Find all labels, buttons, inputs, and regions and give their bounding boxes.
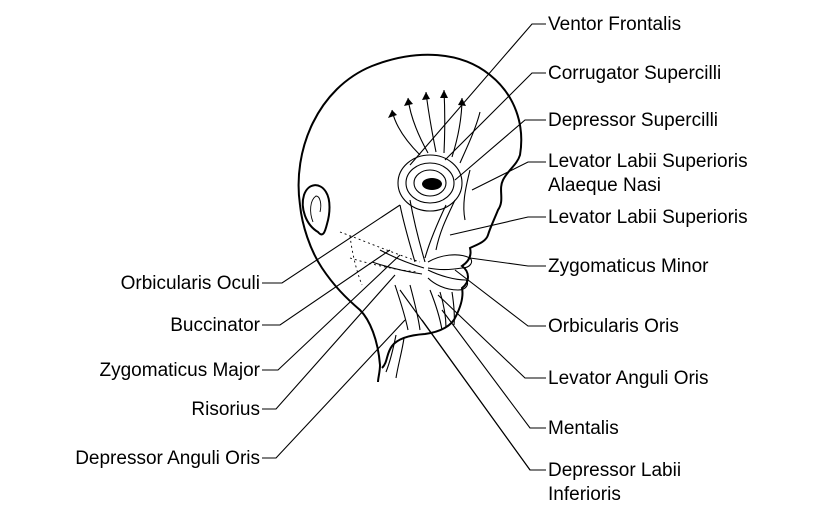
upper-lip bbox=[428, 255, 472, 270]
label-mentalis: Mentalis bbox=[548, 418, 619, 440]
label-risorius: Risorius bbox=[191, 399, 260, 421]
frontalis-fibers bbox=[388, 90, 480, 163]
label-levator-labii-superioris-alaeque-nasi-1: Levator Labii Superioris bbox=[548, 151, 748, 173]
label-depressor-labii-inferioris-1: Depressor Labii bbox=[548, 460, 681, 482]
label-buccinator: Buccinator bbox=[170, 315, 260, 337]
label-levator-labii-superioris-alaeque-nasi-2: Alaeque Nasi bbox=[548, 175, 661, 197]
eye bbox=[422, 178, 442, 190]
label-orbicularis-oris: Orbicularis Oris bbox=[548, 316, 679, 338]
neck-back-outline bbox=[300, 205, 380, 382]
ear-inner bbox=[311, 196, 321, 222]
label-levator-anguli-oris: Levator Anguli Oris bbox=[548, 368, 709, 390]
label-zygomaticus-major: Zygomaticus Major bbox=[100, 360, 261, 382]
label-depressor-supercilli: Depressor Supercilli bbox=[548, 110, 718, 132]
ear bbox=[303, 185, 330, 234]
label-zygomaticus-minor: Zygomaticus Minor bbox=[548, 256, 709, 278]
leader-lines-left bbox=[262, 205, 405, 458]
label-depressor-labii-inferioris-2: Inferioris bbox=[548, 484, 621, 506]
label-orbicularis-oculi: Orbicularis Oculi bbox=[121, 273, 260, 295]
label-levator-labii-superioris: Levator Labii Superioris bbox=[548, 207, 748, 229]
label-ventor-frontalis: Ventor Frontalis bbox=[548, 14, 681, 36]
lower-lip bbox=[428, 270, 468, 290]
label-corrugator-supercilli: Corrugator Supercilli bbox=[548, 63, 721, 85]
label-depressor-anguli-oris: Depressor Anguli Oris bbox=[75, 448, 260, 470]
